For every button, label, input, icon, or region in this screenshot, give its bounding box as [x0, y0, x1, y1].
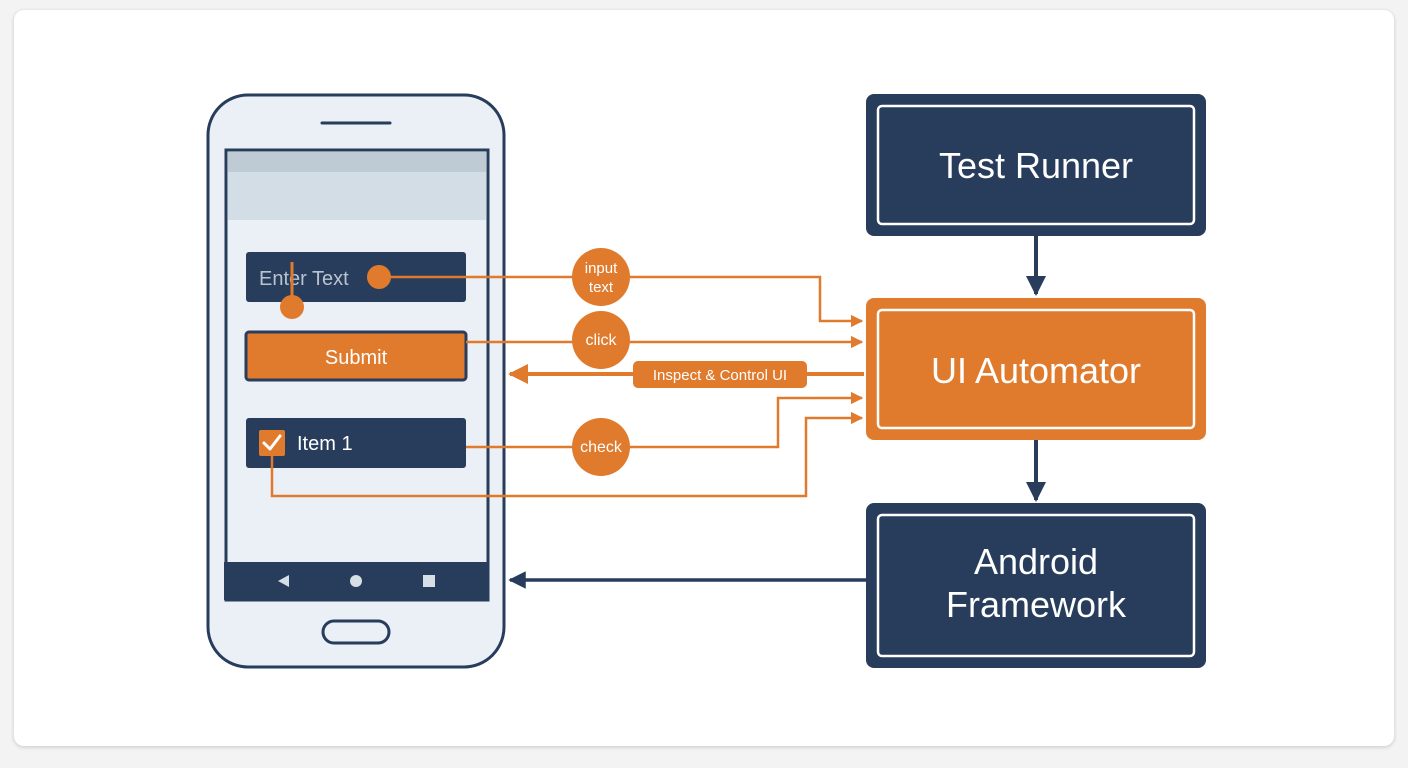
- home-button[interactable]: [321, 619, 391, 645]
- submit-button[interactable]: Submit: [244, 330, 468, 382]
- home-icon[interactable]: [350, 575, 362, 587]
- inspect-control-pill: [633, 361, 807, 388]
- check-bubble: [572, 418, 630, 476]
- screen-header: [228, 172, 486, 220]
- ui-automator-block: UI Automator: [866, 298, 1206, 440]
- check-connector: check: [270, 391, 864, 498]
- inspect-control-connector: Inspect & Control UI: [508, 361, 864, 388]
- test-runner-label: Test Runner: [939, 145, 1133, 186]
- click-bubble: [572, 311, 630, 369]
- recents-icon[interactable]: [423, 575, 435, 587]
- text-cursor-handle: [280, 295, 304, 319]
- checkbox-list-item[interactable]: Item 1: [246, 418, 466, 468]
- check-label: check: [580, 439, 623, 456]
- input-text-connector: input text: [367, 248, 864, 328]
- back-icon[interactable]: [278, 575, 289, 587]
- phone: Enter Text Submit Item 1: [206, 93, 506, 669]
- inspect-control-label: Inspect & Control UI: [653, 367, 787, 384]
- android-framework-label-line2: Framework: [946, 584, 1127, 625]
- test-runner-block: Test Runner: [866, 94, 1206, 236]
- input-text-bubble: [572, 248, 630, 306]
- input-text-label-line1: input: [585, 260, 618, 277]
- click-connector: click: [466, 311, 864, 369]
- text-input-field[interactable]: Enter Text: [246, 252, 466, 302]
- text-input-placeholder: Enter Text: [259, 268, 349, 290]
- input-text-start-dot: [367, 265, 391, 289]
- status-bar: [228, 152, 486, 172]
- android-framework-block: Android Framework: [866, 503, 1206, 668]
- checkmark-icon: [262, 434, 282, 451]
- submit-button-label: Submit: [325, 347, 388, 369]
- android-framework-label-line1: Android: [974, 541, 1098, 582]
- ui-automator-label: UI Automator: [931, 350, 1141, 391]
- click-label: click: [585, 332, 617, 349]
- checkbox-item-label: Item 1: [297, 433, 353, 455]
- input-text-label-line2: text: [589, 279, 614, 296]
- nav-bar: [224, 562, 488, 600]
